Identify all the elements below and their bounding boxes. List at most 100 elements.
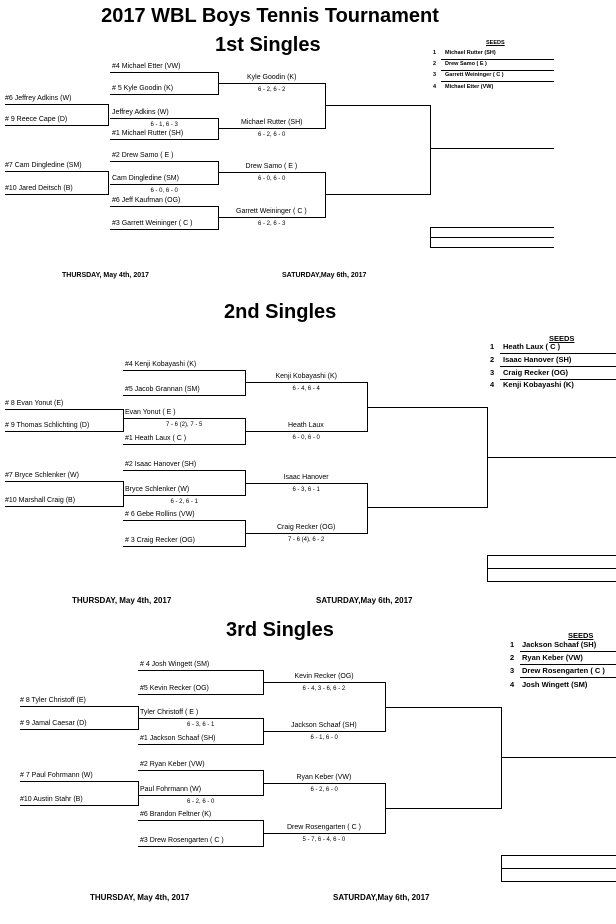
s1-round3-player: Michael Rutter (SH) xyxy=(241,119,303,126)
s2-round2-line xyxy=(123,395,245,396)
s3-seed-name: Josh Wingett (SM) xyxy=(522,679,588,689)
s1-round3-score: 6 - 2, 6 - 2 xyxy=(258,87,286,93)
s1-round2-connector xyxy=(218,206,219,230)
s3-round2-player: # 4 Josh Wingett (SM) xyxy=(140,661,210,668)
s3-round3-line xyxy=(263,783,385,784)
s3-seeds-title: SEEDS xyxy=(568,631,594,640)
s3-round3-line xyxy=(263,833,385,834)
s1-round2-player: #4 Michael Etter (VW) xyxy=(112,63,181,70)
s1-round1-player: #10 Jared Deitsch (B) xyxy=(5,185,73,192)
s2-seed-number: 3 xyxy=(490,367,495,377)
s1-consolation-line xyxy=(430,247,554,248)
s2-round1-line xyxy=(5,409,123,410)
s2-round2-player: # 6 Gebe Rollins (VW) xyxy=(125,511,195,518)
s1-seed-number: 3 xyxy=(433,71,437,78)
s3-round2-line xyxy=(138,694,263,695)
s1-round2-player: Cam Dingledine (SM) xyxy=(112,175,179,182)
s2-semifinal-line xyxy=(367,507,487,508)
s1-seed-number: 4 xyxy=(433,83,437,90)
s3-round3-line xyxy=(263,682,385,683)
s3-round3-player: Kevin Recker (OG) xyxy=(294,673,354,680)
s1-round2-line xyxy=(110,72,218,73)
s1-semifinal-line xyxy=(325,105,430,106)
s2-round1-connector xyxy=(123,481,124,507)
s3-semifinal-connector xyxy=(501,707,502,809)
s1-round2-line xyxy=(110,139,218,140)
s2-round2-line xyxy=(123,520,245,521)
s2-round3-line xyxy=(245,382,367,383)
s2-round3-player: Craig Recker (OG) xyxy=(277,524,336,531)
s1-round3-line xyxy=(218,217,325,218)
s1-seeds-title: SEEDS xyxy=(486,40,505,46)
s2-day-label-right: SATURDAY,May 6th, 2017 xyxy=(316,596,413,605)
s3-round2-score: 6 - 2, 6 - 0 xyxy=(187,799,215,805)
s2-seeds-title: SEEDS xyxy=(549,334,575,343)
s1-round2-player: #2 Drew Samo ( E ) xyxy=(112,152,174,159)
s3-seed-name: Ryan Keber (VW) xyxy=(522,652,583,662)
s3-final-line xyxy=(501,757,616,758)
s3-final-line xyxy=(501,868,616,869)
s1-round3-line xyxy=(218,128,325,129)
s2-round2-player: #2 Isaac Hanover (SH) xyxy=(125,461,197,468)
s2-consolation-line xyxy=(487,581,616,582)
s1-round3-line xyxy=(218,172,325,173)
s3-semifinal-line xyxy=(385,808,501,809)
s2-round2-player: # 3 Craig Recker (OG) xyxy=(125,537,196,544)
s3-seed-name: Drew Rosengarten ( C ) xyxy=(522,665,605,675)
s2-round3-line xyxy=(245,431,367,432)
s2-round2-score: 7 - 6 (2), 7 - 5 xyxy=(166,422,203,428)
s1-seed-line xyxy=(441,70,554,71)
s3-seed-number: 3 xyxy=(510,665,515,675)
s3-round3-player: Jackson Schaaf (SH) xyxy=(291,722,357,729)
s1-round2-player: # 5 Kyle Goodin (K) xyxy=(112,85,174,92)
s2-seed-name: Kenji Kobayashi (K) xyxy=(503,379,574,389)
s2-round2-player: #4 Kenji Kobayashi (K) xyxy=(125,361,197,368)
s3-round1-player: #10 Austin Stahr (B) xyxy=(20,796,83,803)
s1-seed-number: 1 xyxy=(433,49,437,56)
s2-seed-line xyxy=(500,366,616,367)
s1-round2-line xyxy=(110,184,218,185)
s2-seed-name: Isaac Hanover (SH) xyxy=(503,354,572,364)
s3-round1-connector xyxy=(138,781,139,806)
s2-round2-score: 6 - 2, 6 - 1 xyxy=(170,499,198,505)
s3-round2-player: Tyler Christoff ( E ) xyxy=(140,709,199,716)
s2-round3-player: Isaac Hanover xyxy=(283,474,329,481)
s3-round2-line xyxy=(138,795,263,796)
s1-consolation-line xyxy=(430,227,554,228)
s3-round2-player: #2 Ryan Keber (VW) xyxy=(140,761,205,768)
s2-consolation-connector xyxy=(487,555,488,582)
s1-round1-connector xyxy=(108,104,109,126)
s2-round1-player: #7 Bryce Schlenker (W) xyxy=(5,472,79,479)
s1-seed-name: Garrett Weininger ( C ) xyxy=(445,71,504,78)
s1-seed-number: 2 xyxy=(433,60,437,67)
s1-round2-line xyxy=(110,118,218,119)
s2-round2-line xyxy=(123,546,245,547)
s1-round2-line xyxy=(110,94,218,95)
s1-day-label-right: SATURDAY,May 6th, 2017 xyxy=(282,272,367,279)
s2-round2-line xyxy=(123,444,245,445)
s1-round2-player: #1 Michael Rutter (SH) xyxy=(112,130,184,137)
s1-round1-connector xyxy=(108,171,109,195)
s1-round3-player: Garrett Weininger ( C ) xyxy=(236,208,307,215)
s2-section-heading: 2nd Singles xyxy=(224,301,337,323)
s3-round2-line xyxy=(138,744,263,745)
s2-round3-player: Kenji Kobayashi (K) xyxy=(275,373,337,380)
s2-final-line xyxy=(487,568,616,569)
s1-round3-player: Kyle Goodin (K) xyxy=(247,74,297,81)
s3-seed-number: 4 xyxy=(510,679,515,689)
s1-semifinal-line xyxy=(325,194,430,195)
s3-consolation-connector xyxy=(501,855,502,882)
s2-round3-player: Heath Laux xyxy=(288,422,324,429)
s1-round2-player: #3 Garrett Weininger ( C ) xyxy=(112,220,193,227)
s2-day-label-left: THURSDAY, May 4th, 2017 xyxy=(72,596,172,605)
s2-seed-number: 2 xyxy=(490,354,495,364)
s3-round2-player: Paul Fohrmann (W) xyxy=(140,786,202,793)
s2-seed-line xyxy=(500,379,616,380)
s1-seed-line xyxy=(441,81,554,82)
s1-round2-player: Jeffrey Adkins (W) xyxy=(112,109,169,116)
s2-round1-player: # 8 Evan Yonut (E) xyxy=(5,400,64,407)
s1-round3-connector xyxy=(325,172,326,218)
s3-round2-player: #5 Kevin Recker (OG) xyxy=(140,685,209,692)
s1-section-heading: 1st Singles xyxy=(215,34,321,56)
